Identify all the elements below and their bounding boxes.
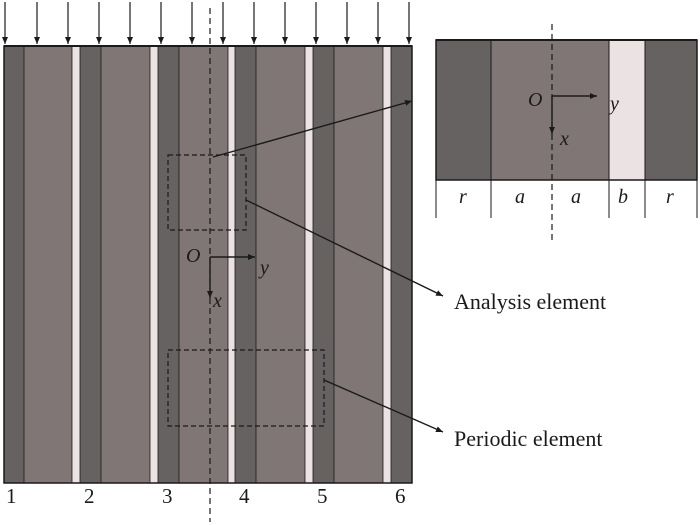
inset-y-label: y	[608, 93, 619, 115]
light-strip	[150, 46, 158, 483]
column-labels: 1 2 3 4 5 6	[6, 484, 406, 508]
analysis-element-label: Analysis element	[454, 289, 606, 314]
dark-strip	[158, 46, 179, 483]
dark-strip	[235, 46, 256, 483]
distributed-load-arrows	[2, 2, 412, 44]
column-label-5: 5	[317, 484, 328, 508]
callouts: Analysis element Periodic element	[212, 100, 606, 451]
zoom-leader-line	[212, 100, 413, 158]
column-label-6: 6	[395, 484, 406, 508]
light-strip	[72, 46, 80, 483]
periodic-element-box	[167, 349, 325, 427]
column-label-4: 4	[239, 484, 250, 508]
light-strip	[305, 46, 313, 483]
column-label-2: 2	[84, 484, 95, 508]
periodic-element-label: Periodic element	[454, 426, 602, 451]
inset-strip-a	[491, 40, 609, 180]
analysis-element-box	[167, 154, 247, 231]
main-y-label: y	[258, 257, 269, 279]
main-panel: O y x 1 2 3 4 5 6	[2, 2, 413, 522]
segment-label-a: a	[571, 186, 581, 208]
inset-strip-r-right	[645, 40, 697, 180]
dark-strip	[4, 46, 24, 483]
inset-strip-r-left	[436, 40, 491, 180]
dark-strip	[391, 46, 412, 483]
light-strip	[383, 46, 391, 483]
mid-strip	[179, 46, 228, 483]
main-origin-label: O	[186, 245, 200, 267]
light-strip	[228, 46, 235, 483]
periodic-leader-line	[323, 379, 444, 433]
mid-strip	[256, 46, 305, 483]
segment-label-r: r	[666, 186, 674, 208]
mid-strip	[24, 46, 72, 483]
segment-label-b: b	[618, 186, 628, 208]
inset-segment-labels: r a a b r	[459, 186, 674, 208]
dark-strip	[80, 46, 101, 483]
main-x-label: x	[212, 290, 222, 312]
analysis-leader-line	[245, 199, 444, 297]
column-label-1: 1	[6, 484, 17, 508]
mid-strip	[334, 46, 383, 483]
column-label-3: 3	[162, 484, 173, 508]
inset-strip-b	[609, 40, 645, 180]
inset-x-label: x	[559, 128, 569, 150]
inset-origin-label: O	[528, 89, 542, 111]
dark-strip	[313, 46, 334, 483]
main-axes: O y x	[186, 245, 269, 312]
inset-segment-ticks	[435, 180, 698, 218]
mid-strip	[101, 46, 150, 483]
inset-panel: O y x r a a b r	[435, 24, 698, 242]
main-strips	[3, 46, 412, 483]
segment-label-a: a	[515, 186, 525, 208]
segment-label-r: r	[459, 186, 467, 208]
